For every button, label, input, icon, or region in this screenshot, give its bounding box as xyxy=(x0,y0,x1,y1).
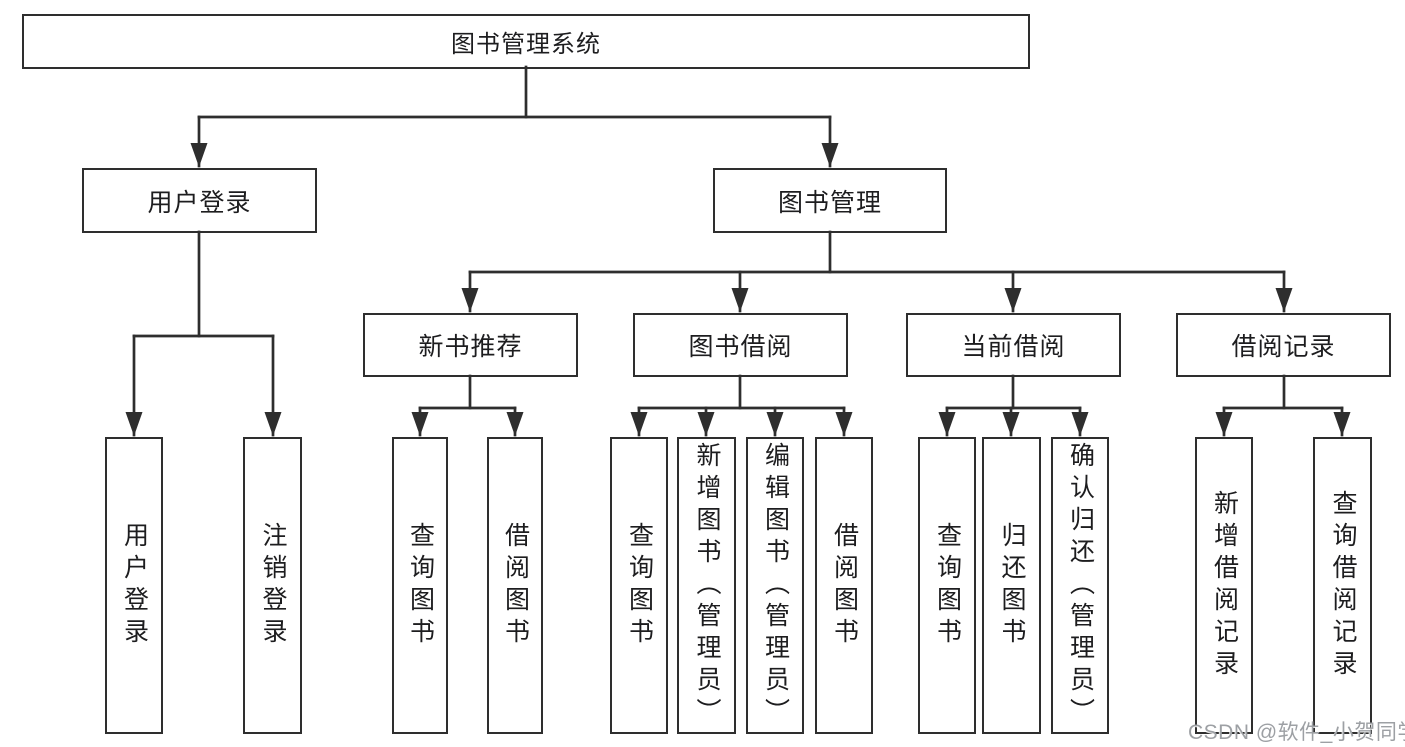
leaf-current-return-books-label: 归还图书 xyxy=(998,521,1026,650)
leaf-newbook-query-books-label: 查询图书 xyxy=(406,521,435,650)
node-user-login-label: 用户登录 xyxy=(147,188,252,217)
leaf-records-query-borrow-record: 查询借阅记录 xyxy=(1313,437,1372,734)
leaf-records-query-borrow-record-label: 查询借阅记录 xyxy=(1329,489,1357,682)
node-new-book-recommend-label: 新书推荐 xyxy=(418,333,523,361)
node-book-borrow-label: 图书借阅 xyxy=(688,333,793,361)
leaf-current-query-books-label: 查询图书 xyxy=(933,521,962,650)
leaf-borrow-edit-books-admin: 编辑图书（管理员） xyxy=(746,437,804,734)
leaf-newbook-query-books: 查询图书 xyxy=(392,437,448,734)
node-book-borrow: 图书借阅 xyxy=(633,313,848,377)
node-book-management: 图书管理 xyxy=(713,168,947,233)
leaf-user-login-label: 用户登录 xyxy=(120,521,149,650)
leaf-newbook-borrow-books-label: 借阅图书 xyxy=(501,521,530,650)
leaf-user-login: 用户登录 xyxy=(105,437,163,734)
node-book-management-label: 图书管理 xyxy=(777,188,882,217)
node-root-label: 图书管理系统 xyxy=(451,31,601,58)
leaf-borrow-add-books-admin: 新增图书（管理员） xyxy=(677,437,736,734)
leaf-borrow-query-books-label: 查询图书 xyxy=(625,521,654,650)
leaf-newbook-borrow-books: 借阅图书 xyxy=(487,437,543,734)
node-new-book-recommend: 新书推荐 xyxy=(363,313,578,377)
leaf-borrow-borrow-books-label: 借阅图书 xyxy=(830,521,859,650)
node-current-borrow: 当前借阅 xyxy=(906,313,1121,377)
leaf-logout-login: 注销登录 xyxy=(243,437,302,734)
node-root: 图书管理系统 xyxy=(22,14,1030,69)
leaf-borrow-borrow-books: 借阅图书 xyxy=(815,437,873,734)
leaf-borrow-add-books-admin-label: 新增图书（管理员） xyxy=(693,441,721,730)
node-current-borrow-label: 当前借阅 xyxy=(961,333,1066,361)
leaf-borrow-query-books: 查询图书 xyxy=(610,437,668,734)
leaf-current-confirm-return-admin-label: 确认归还（管理员） xyxy=(1066,441,1095,730)
leaf-borrow-edit-books-admin-label: 编辑图书（管理员） xyxy=(761,441,790,730)
watermark: CSDN @软件_小贺同学 xyxy=(1188,721,1405,744)
leaf-records-add-borrow-record: 新增借阅记录 xyxy=(1195,437,1253,734)
node-borrow-records: 借阅记录 xyxy=(1176,313,1391,377)
node-user-login: 用户登录 xyxy=(82,168,317,233)
leaf-current-confirm-return-admin: 确认归还（管理员） xyxy=(1051,437,1109,734)
leaf-logout-login-label: 注销登录 xyxy=(259,521,287,650)
leaf-records-add-borrow-record-label: 新增借阅记录 xyxy=(1210,489,1239,682)
leaf-current-query-books: 查询图书 xyxy=(918,437,976,734)
node-borrow-records-label: 借阅记录 xyxy=(1231,333,1336,361)
leaf-current-return-books: 归还图书 xyxy=(982,437,1041,734)
